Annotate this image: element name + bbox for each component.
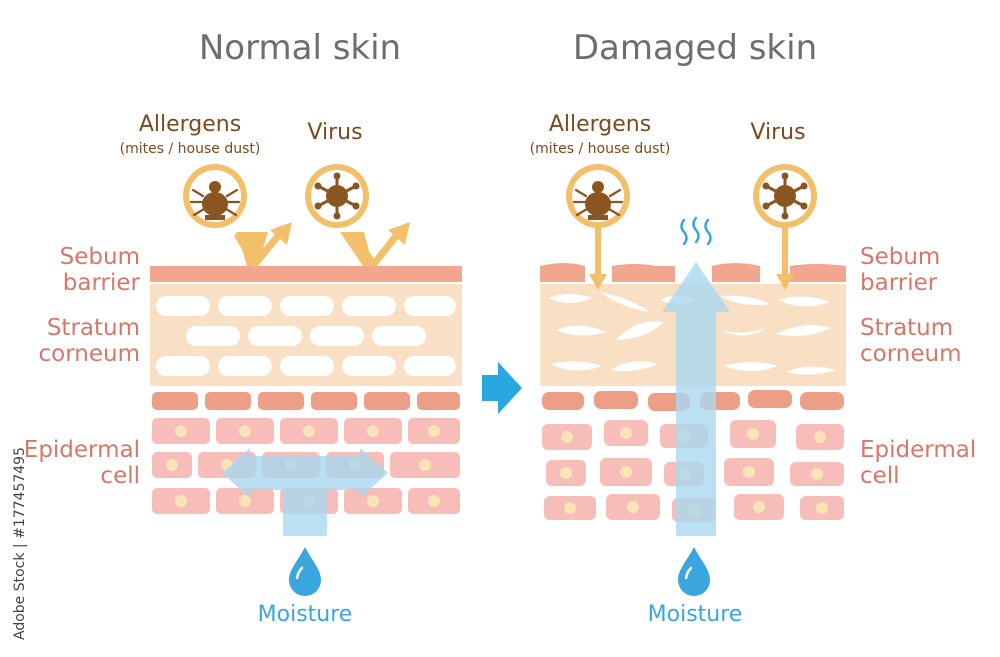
right-stratum-line2: corneum	[860, 341, 962, 367]
right-sebum-line1: Sebum	[860, 244, 941, 270]
left-sebum-layer	[150, 266, 462, 282]
right-stratum-disordered-cells	[548, 292, 836, 375]
right-sebum-label: Sebum barrier	[860, 244, 980, 296]
left-moisture-retained-arrows	[222, 448, 388, 536]
left-virus-icon	[305, 164, 373, 266]
left-virus-label: Virus	[307, 120, 363, 145]
left-stratum-line1: Stratum	[46, 315, 140, 341]
arrow-right-icon	[482, 362, 522, 414]
left-epidermal-line2: cell	[100, 463, 140, 489]
steam-icon	[680, 216, 712, 246]
right-sebum-fragments	[540, 263, 846, 282]
left-epidermal-line1: Epidermal	[23, 437, 140, 463]
left-mite-icon	[183, 164, 268, 266]
right-skin-panel	[540, 164, 846, 596]
left-sebum-line2: barrier	[62, 270, 140, 296]
right-mite-icon	[566, 164, 630, 290]
right-moisture-label: Moisture	[647, 602, 743, 627]
left-allergens-label: Allergens	[138, 112, 242, 137]
right-virus-icon	[753, 164, 817, 290]
left-epidermal-top-row	[152, 392, 460, 410]
right-epidermal-line1: Epidermal	[860, 437, 977, 463]
left-allergens-sub: (mites / house dust)	[119, 141, 261, 157]
left-stratum-label: Stratum corneum	[20, 315, 140, 367]
left-cell-nuclei	[166, 425, 440, 507]
right-sebum-line2: barrier	[860, 270, 938, 296]
normal-skin-title: Normal skin	[198, 28, 402, 68]
right-stratum-line1: Stratum	[860, 315, 954, 341]
damaged-skin-title: Damaged skin	[572, 28, 818, 68]
left-water-drop-icon	[289, 547, 321, 596]
right-epidermal-line2: cell	[860, 463, 900, 489]
left-sebum-line1: Sebum	[59, 244, 140, 270]
left-moisture-label: Moisture	[257, 602, 353, 627]
right-virus-label: Virus	[750, 120, 806, 145]
left-virus-reflect-arrow	[348, 232, 400, 268]
left-epidermal-label: Epidermal cell	[16, 437, 140, 489]
right-water-drop-icon	[678, 547, 710, 596]
left-skin-panel	[150, 164, 462, 596]
right-moisture-escape-arrow	[662, 262, 730, 536]
right-epidermal-top-row	[542, 390, 844, 411]
left-stratum-line2: corneum	[38, 341, 140, 367]
left-stratum-bricks	[156, 296, 456, 376]
right-epidermal-label: Epidermal cell	[860, 437, 995, 489]
right-allergens-sub: (mites / house dust)	[529, 141, 671, 157]
left-sebum-label: Sebum barrier	[40, 244, 140, 296]
right-stratum-label: Stratum corneum	[860, 315, 990, 367]
right-allergens-label: Allergens	[548, 112, 652, 137]
left-allergen-reflect-arrow	[234, 232, 282, 268]
